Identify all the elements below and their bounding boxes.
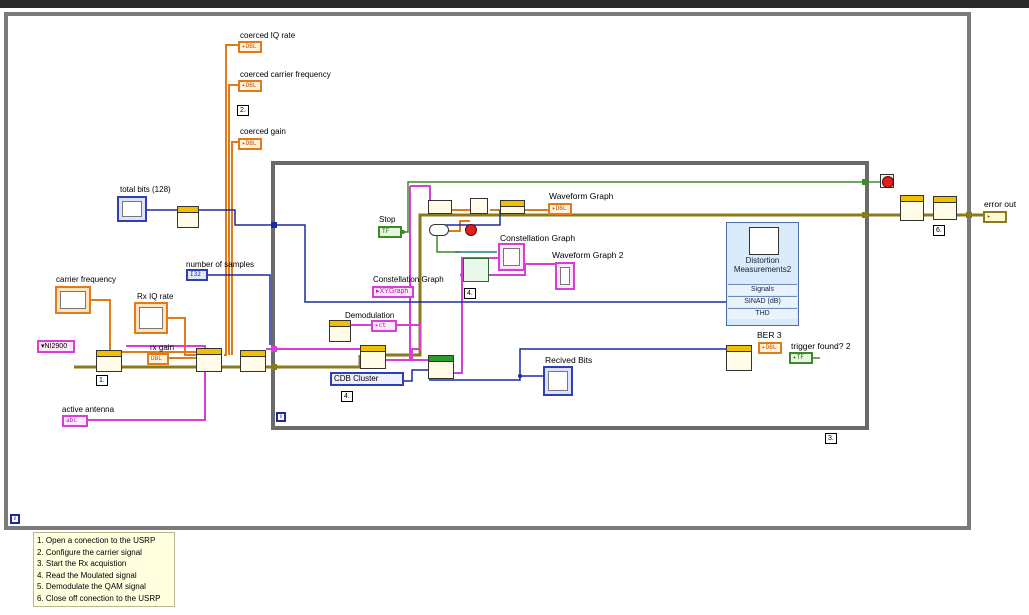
inner-loop-iteration-terminal: i [276,412,286,422]
niusrp-initiate-vi[interactable] [240,350,266,372]
stop-label: Stop [379,215,396,224]
coerced-iq-rate-label: coerced IQ rate [240,31,296,40]
rx-gain-control[interactable]: DBL [147,353,169,365]
rx-iq-rate-label: Rx IQ rate [137,292,174,301]
step-marker-2: 2. [237,105,249,116]
comment-line: 5. Demodulate the QAM signal [37,582,146,592]
distortion-row-sinad[interactable]: SINAD (dB) [728,296,797,307]
qam-demodulate-vi[interactable] [428,355,454,379]
comment-line: 3. Start the Rx acquistion [37,559,127,569]
step-marker-1: 1. [96,375,108,386]
merge-errors-vi[interactable] [900,195,924,221]
or-compare-node[interactable] [429,224,449,236]
step-marker-4: 4. [341,391,353,402]
error-out-indicator[interactable]: ▸ [983,211,1007,223]
coerced-gain-indicator[interactable]: ▸DBL [238,138,262,150]
total-bits-label: total bits (128) [120,185,171,194]
distortion-row-thd[interactable]: THD [728,308,797,319]
coerced-carrier-frequency-indicator[interactable]: ▸DBL [238,80,262,92]
step-marker-6: 6. [933,225,945,236]
constellation-subvi[interactable] [463,258,489,282]
rx-gain-label: rx gain [150,343,175,352]
steps-comment-box: 1. Open a conection to the USRP 2. Confi… [33,532,175,607]
total-bits-control[interactable] [117,196,147,222]
comment-line: 1. Open a conection to the USRP [37,536,156,545]
demodulation-control[interactable]: ▸ct [371,320,397,332]
active-antenna-label: active antenna [62,405,115,414]
outer-while-loop [4,12,971,530]
distortion-graph-icon [749,227,779,255]
stop-indicator-led-icon [465,224,477,236]
active-antenna-control[interactable]: abc [62,415,88,427]
number-of-samples-label: number of samples [186,260,255,269]
recived-bits-label: Recived Bits [545,355,593,365]
comment-line: 6. Close off conection to the USRP [37,593,161,603]
step-marker-4b: 4. [464,288,476,299]
niusrp-fetch-rx-data-vi[interactable] [360,345,386,369]
ber-3-label: BER 3 [757,330,782,340]
constellation-graph-2-label: Constellation Graph [500,233,576,243]
cdb-cluster-constant[interactable]: CDB Cluster [330,372,404,386]
niusrp-configure-signal-vi[interactable] [196,348,222,372]
inner-while-loop [271,161,869,430]
niusrp-close-session-vi[interactable] [933,196,957,220]
carrier-frequency-label: carrier frequency [56,275,117,284]
ber-3-indicator[interactable]: ▸DBL [758,342,782,354]
trigger-found-label: trigger found? 2 [791,341,851,351]
distortion-row-signals[interactable]: Signals [728,284,797,295]
constellation-graph-label: Constellation Graph [373,275,444,284]
recived-bits-indicator[interactable] [543,366,573,396]
comment-line: 4. Read the Moulated signal [37,570,137,580]
stop-condition-terminal[interactable] [880,174,894,188]
unbundle-node[interactable] [428,200,452,214]
trigger-found-indicator[interactable]: ▸TF [789,352,813,364]
ber-calculation-vi[interactable] [726,345,752,371]
comment-line: 2. Configure the carrier signal [37,547,142,557]
waveform-graph-2-indicator[interactable] [555,262,575,290]
ni2900-device-control[interactable]: ▾NI2900 [37,340,75,353]
coerced-iq-rate-indicator[interactable]: ▸DBL [238,41,262,53]
demodulation-label: Demodulation [345,311,395,320]
qam-demod-init-vi[interactable] [329,320,351,342]
waveform-graph-indicator[interactable]: ▸DBL [548,203,572,215]
build-waveform-node[interactable] [500,200,525,214]
coerced-carrier-frequency-label: coerced carrier frequency [240,70,331,79]
coerced-gain-label: coerced gain [240,127,286,136]
waveform-graph-2-label: Waveform Graph 2 [552,250,624,260]
window-top-bar [0,0,1029,8]
bits-converter-vi[interactable] [177,206,199,228]
outer-loop-iteration-terminal: i [10,514,20,524]
constellation-graph-indicator[interactable] [498,243,525,271]
waveform-graph-label: Waveform Graph [549,191,614,201]
array-index-node[interactable] [470,198,488,214]
step-marker-3: 3. [825,433,837,444]
number-of-samples-control[interactable]: I32 [186,269,208,281]
stop-button-control[interactable]: TF [378,226,402,238]
carrier-frequency-control[interactable] [55,286,91,314]
error-out-label: error out [984,199,1017,209]
xygraph-indicator[interactable]: ▸XYGraph [372,286,414,298]
niusrp-open-rx-session-vi[interactable] [96,350,122,372]
rx-iq-rate-control[interactable] [134,302,168,334]
